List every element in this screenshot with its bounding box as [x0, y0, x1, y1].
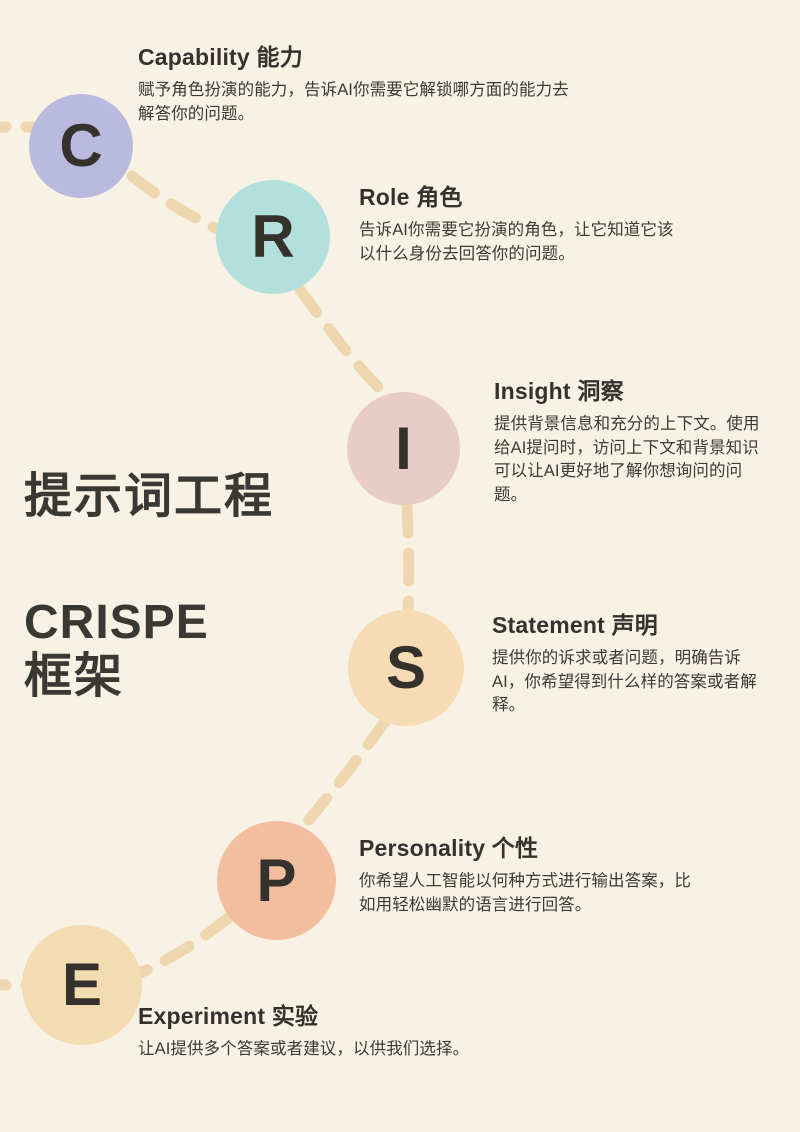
step-desc-capability: 赋予角色扮演的能力，告诉AI你需要它解锁哪方面的能力去解答你的问题。 [138, 80, 569, 123]
step-desc-insight: 提供背景信息和充分的上下文。使用给AI提问时，访问上下文和背景知识可以让AI更好… [494, 414, 760, 505]
node-circle-c[interactable]: C [29, 94, 133, 198]
headline-line-1: 提示词工程 [24, 470, 275, 523]
step-desc-statement: 提供你的诉求或者问题，明确告诉AI，你希望得到什么样的答案或者解释。 [492, 648, 757, 715]
node-circle-i[interactable]: I [347, 392, 460, 505]
node-letter-i: I [395, 414, 412, 482]
headline-line-3: 框架 [24, 649, 125, 703]
step-block-experiment: Experiment 实验 让AI提供多个答案或者建议，以供我们选择。 [138, 1003, 678, 1062]
step-block-statement: Statement 声明 提供你的诉求或者问题，明确告诉AI，你希望得到什么样的… [492, 612, 782, 718]
node-letter-s: S [385, 634, 427, 701]
headline-line-2: CRISPE [24, 596, 209, 649]
step-block-role: Role 角色 告诉AI你需要它扮演的角色，让它知道它该以什么身份去回答你的问题… [359, 184, 759, 266]
step-title-statement: Statement 声明 [492, 612, 658, 638]
step-title-insight: Insight 洞察 [494, 378, 624, 404]
poster-subheadline: CRISPE 框架 [24, 596, 209, 704]
node-circle-s[interactable]: S [348, 610, 464, 726]
step-block-insight: Insight 洞察 提供背景信息和充分的上下文。使用给AI提问时，访问上下文和… [494, 378, 774, 508]
connector-segment-p-to-e [122, 912, 234, 984]
node-letter-c: C [59, 112, 103, 179]
node-circle-p[interactable]: P [217, 821, 336, 940]
node-circle-e[interactable]: E [22, 925, 142, 1045]
connector-segment-r-to-i [294, 284, 398, 406]
step-title-experiment: Experiment 实验 [138, 1003, 319, 1029]
step-title-role: Role 角色 [359, 184, 463, 210]
poster-headline: 提示词工程 [24, 470, 274, 524]
step-desc-role: 告诉AI你需要它扮演的角色，让它知道它该以什么身份去回答你的问题。 [359, 220, 674, 263]
node-letter-e: E [61, 951, 103, 1018]
step-title-personality: Personality 个性 [359, 835, 539, 861]
connector-segment-s-to-p [286, 716, 391, 844]
node-circle-r[interactable]: R [216, 180, 330, 294]
step-title-capability: Capability 能力 [138, 44, 303, 70]
step-block-capability: Capability 能力 赋予角色扮演的能力，告诉AI你需要它解锁哪方面的能力… [138, 44, 598, 126]
step-desc-experiment: 让AI提供多个答案或者建议，以供我们选择。 [138, 1039, 470, 1058]
step-block-personality: Personality 个性 你希望人工智能以何种方式进行输出答案，比如用轻松幽… [359, 835, 719, 917]
step-desc-personality: 你希望人工智能以何种方式进行输出答案，比如用轻松幽默的语言进行回答。 [359, 871, 691, 914]
connector-segment-i-to-s [401, 499, 415, 622]
node-letter-r: R [251, 203, 295, 270]
node-letter-p: P [256, 846, 297, 914]
